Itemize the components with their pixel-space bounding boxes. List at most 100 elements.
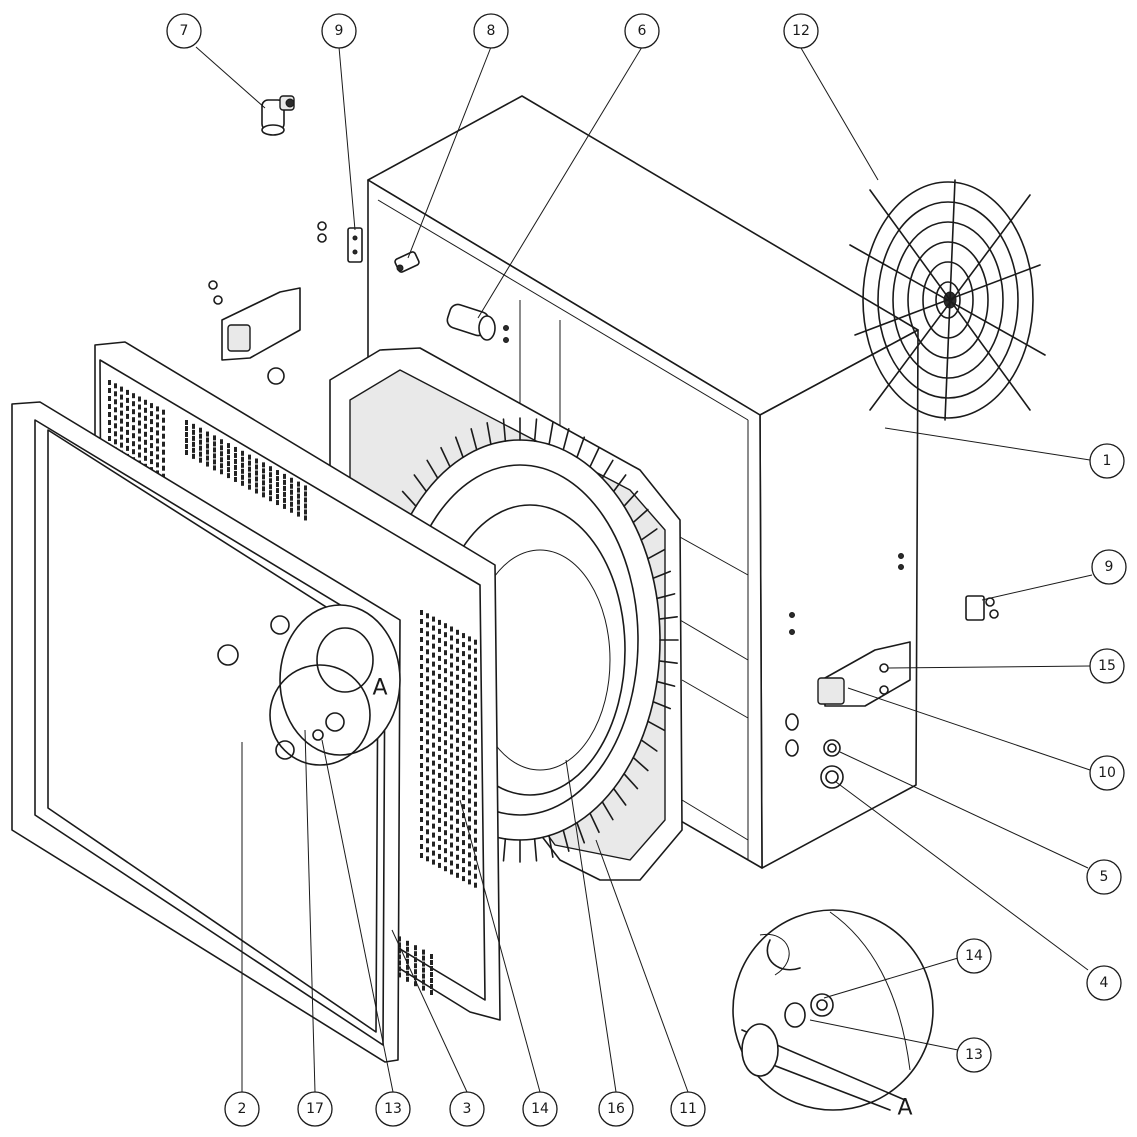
grille-slot	[144, 423, 147, 429]
grille-slot	[462, 786, 465, 792]
grille-slot	[276, 494, 279, 500]
fan-rib	[548, 422, 554, 446]
grille-slot	[450, 662, 453, 668]
grille-slot	[414, 969, 417, 975]
grille-slot	[450, 707, 453, 713]
grille-slot	[474, 801, 477, 807]
grille-slot	[430, 966, 433, 971]
svg-text:12: 12	[792, 23, 810, 39]
grille-slot	[426, 613, 429, 619]
grille-slot	[248, 466, 251, 472]
svg-text:14: 14	[965, 948, 983, 964]
grille-slot	[290, 495, 293, 501]
grille-slot	[456, 629, 459, 635]
grille-slot	[468, 636, 471, 642]
grille-slot	[456, 809, 459, 815]
fan-rib	[470, 428, 478, 451]
grille-slot	[422, 973, 425, 979]
grille-slot	[468, 870, 471, 876]
grille-slot	[138, 404, 141, 410]
grille-slot	[462, 759, 465, 765]
grille-slot	[456, 782, 459, 788]
grille-slot	[120, 394, 123, 400]
grille-slot	[456, 638, 459, 644]
grille-slot	[290, 483, 293, 489]
grille-slot	[444, 668, 447, 674]
grille-slot	[162, 425, 165, 431]
grille-slot	[132, 417, 135, 423]
grille-slot	[220, 439, 223, 445]
grille-slot	[432, 697, 435, 703]
grille-slot	[156, 430, 159, 436]
grille-slot	[241, 456, 244, 462]
grille-slot	[241, 450, 244, 456]
grille-slot	[456, 773, 459, 779]
grille-slot	[150, 427, 153, 433]
grille-slot	[276, 482, 279, 488]
grille-slot	[450, 671, 453, 677]
grille-slot	[438, 754, 441, 760]
grille-slot	[474, 675, 477, 681]
grille-slot	[150, 411, 153, 417]
grille-slot	[234, 476, 237, 482]
grille-slot	[462, 687, 465, 693]
grille-slot	[426, 721, 429, 727]
grille-slot	[144, 455, 147, 461]
motor-hub	[217, 604, 401, 766]
grille-slot	[432, 859, 435, 865]
grille-slot	[474, 684, 477, 690]
grille-slot	[156, 446, 159, 452]
grille-slot	[220, 469, 223, 475]
grille-slot	[132, 393, 135, 399]
grille-slot	[420, 853, 423, 858]
grille-slot	[414, 981, 417, 987]
grille-slot	[126, 413, 129, 419]
grille-slot	[234, 458, 237, 464]
grille-slot	[114, 383, 117, 389]
grille-slot	[468, 753, 471, 759]
grille-slot	[144, 431, 147, 437]
grille-slot	[426, 640, 429, 646]
fan-rib	[533, 418, 538, 442]
grille-slot	[474, 747, 477, 753]
grille-slot	[444, 767, 447, 773]
grille-slot	[126, 445, 129, 451]
grille-slot	[474, 792, 477, 798]
grille-slot	[276, 470, 279, 476]
grille-slot	[426, 766, 429, 772]
grille-slot	[304, 485, 307, 491]
grille-slot	[432, 652, 435, 658]
grille-slot	[438, 646, 441, 652]
fan-rib	[632, 756, 649, 772]
grille-slot	[220, 463, 223, 469]
grille-slot	[468, 879, 471, 885]
grille-slot	[114, 407, 117, 413]
grille-slot	[432, 724, 435, 730]
grille-slot	[192, 429, 195, 435]
grille-slot	[438, 799, 441, 805]
grille-slot	[192, 453, 195, 459]
grille-slot	[126, 437, 129, 443]
grille-slot	[456, 845, 459, 851]
grille-slot	[444, 686, 447, 692]
grille-slot	[132, 425, 135, 431]
grille-slot	[199, 457, 202, 463]
grille-slot	[248, 472, 251, 478]
grille-slot	[474, 873, 477, 879]
grille-slot	[199, 433, 202, 439]
grille-slot	[450, 833, 453, 839]
callout-4: 4	[1086, 965, 1122, 1001]
grille-slot	[462, 876, 465, 882]
grille-slot	[248, 484, 251, 490]
grille-slot	[255, 470, 258, 476]
grille-slot	[262, 462, 265, 468]
grille-slot	[432, 670, 435, 676]
callout-2: 2	[224, 1091, 260, 1127]
grille-slot	[438, 673, 441, 679]
grille-slot	[456, 854, 459, 860]
grille-slot	[150, 451, 153, 457]
grille-slot	[474, 729, 477, 735]
grille-slot	[474, 666, 477, 672]
fan-rib	[658, 660, 678, 665]
